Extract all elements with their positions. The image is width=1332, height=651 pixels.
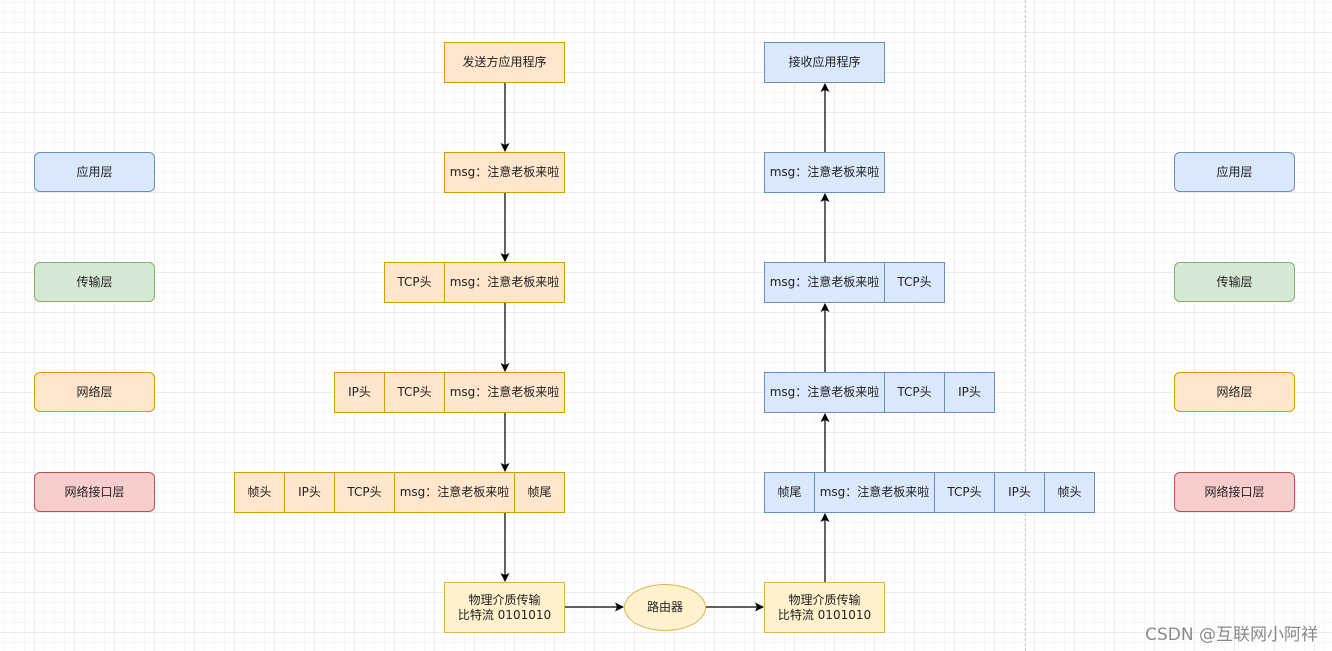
receiver-physical-line1: 物理介质传输 (788, 592, 861, 607)
sender-link-frame-trailer: 帧尾 (514, 472, 565, 513)
sender-link-msg: msg：注意老板来啦 (394, 472, 515, 513)
sender-network-msg: msg：注意老板来啦 (444, 372, 565, 413)
watermark: CSDN @互联网小阿祥 (1145, 625, 1318, 645)
sender-link-frame-header: 帧头 (234, 472, 285, 513)
receiver-transport-msg: msg：注意老板来啦 (764, 262, 885, 303)
receiver-network-msg: msg：注意老板来啦 (764, 372, 885, 413)
receiver-transport-tcp-header: TCP头 (884, 262, 945, 303)
sender-physical-line2: 比特流 0101010 (457, 607, 552, 622)
sender-transport-tcp-header: TCP头 (384, 262, 445, 303)
receiver-link-tcp-header: TCP头 (934, 472, 995, 513)
receiver-link-frame-trailer: 帧尾 (764, 472, 815, 513)
receiver-physical: 物理介质传输 比特流 0101010 (764, 582, 885, 633)
sender-network-tcp-header: TCP头 (384, 372, 445, 413)
receiver-physical-line2: 比特流 0101010 (777, 607, 872, 622)
layer-link-left: 网络接口层 (34, 472, 155, 512)
sender-physical-line1: 物理介质传输 (468, 592, 541, 607)
layer-application-right: 应用层 (1174, 152, 1295, 192)
receiver-app: 接收应用程序 (764, 42, 885, 83)
receiver-app-msg: msg：注意老板来啦 (764, 152, 885, 193)
router: 路由器 (624, 584, 706, 631)
sender-network-ip-header: IP头 (334, 372, 385, 413)
receiver-network-tcp-header: TCP头 (884, 372, 945, 413)
sender-link-ip-header: IP头 (284, 472, 335, 513)
sender-link-tcp-header: TCP头 (334, 472, 395, 513)
receiver-link-msg: msg：注意老板来啦 (814, 472, 935, 513)
layer-application-left: 应用层 (34, 152, 155, 192)
layer-transport-left: 传输层 (34, 262, 155, 302)
sender-app: 发送方应用程序 (444, 42, 565, 83)
divider-line (1025, 0, 1026, 651)
layer-transport-right: 传输层 (1174, 262, 1295, 302)
sender-app-msg: msg：注意老板来啦 (444, 152, 565, 193)
sender-transport-msg: msg：注意老板来啦 (444, 262, 565, 303)
layer-link-right: 网络接口层 (1174, 472, 1295, 512)
receiver-link-ip-header: IP头 (994, 472, 1045, 513)
sender-physical: 物理介质传输 比特流 0101010 (444, 582, 565, 633)
layer-network-right: 网络层 (1174, 372, 1295, 412)
layer-network-left: 网络层 (34, 372, 155, 412)
receiver-network-ip-header: IP头 (944, 372, 995, 413)
receiver-link-frame-header: 帧头 (1044, 472, 1095, 513)
